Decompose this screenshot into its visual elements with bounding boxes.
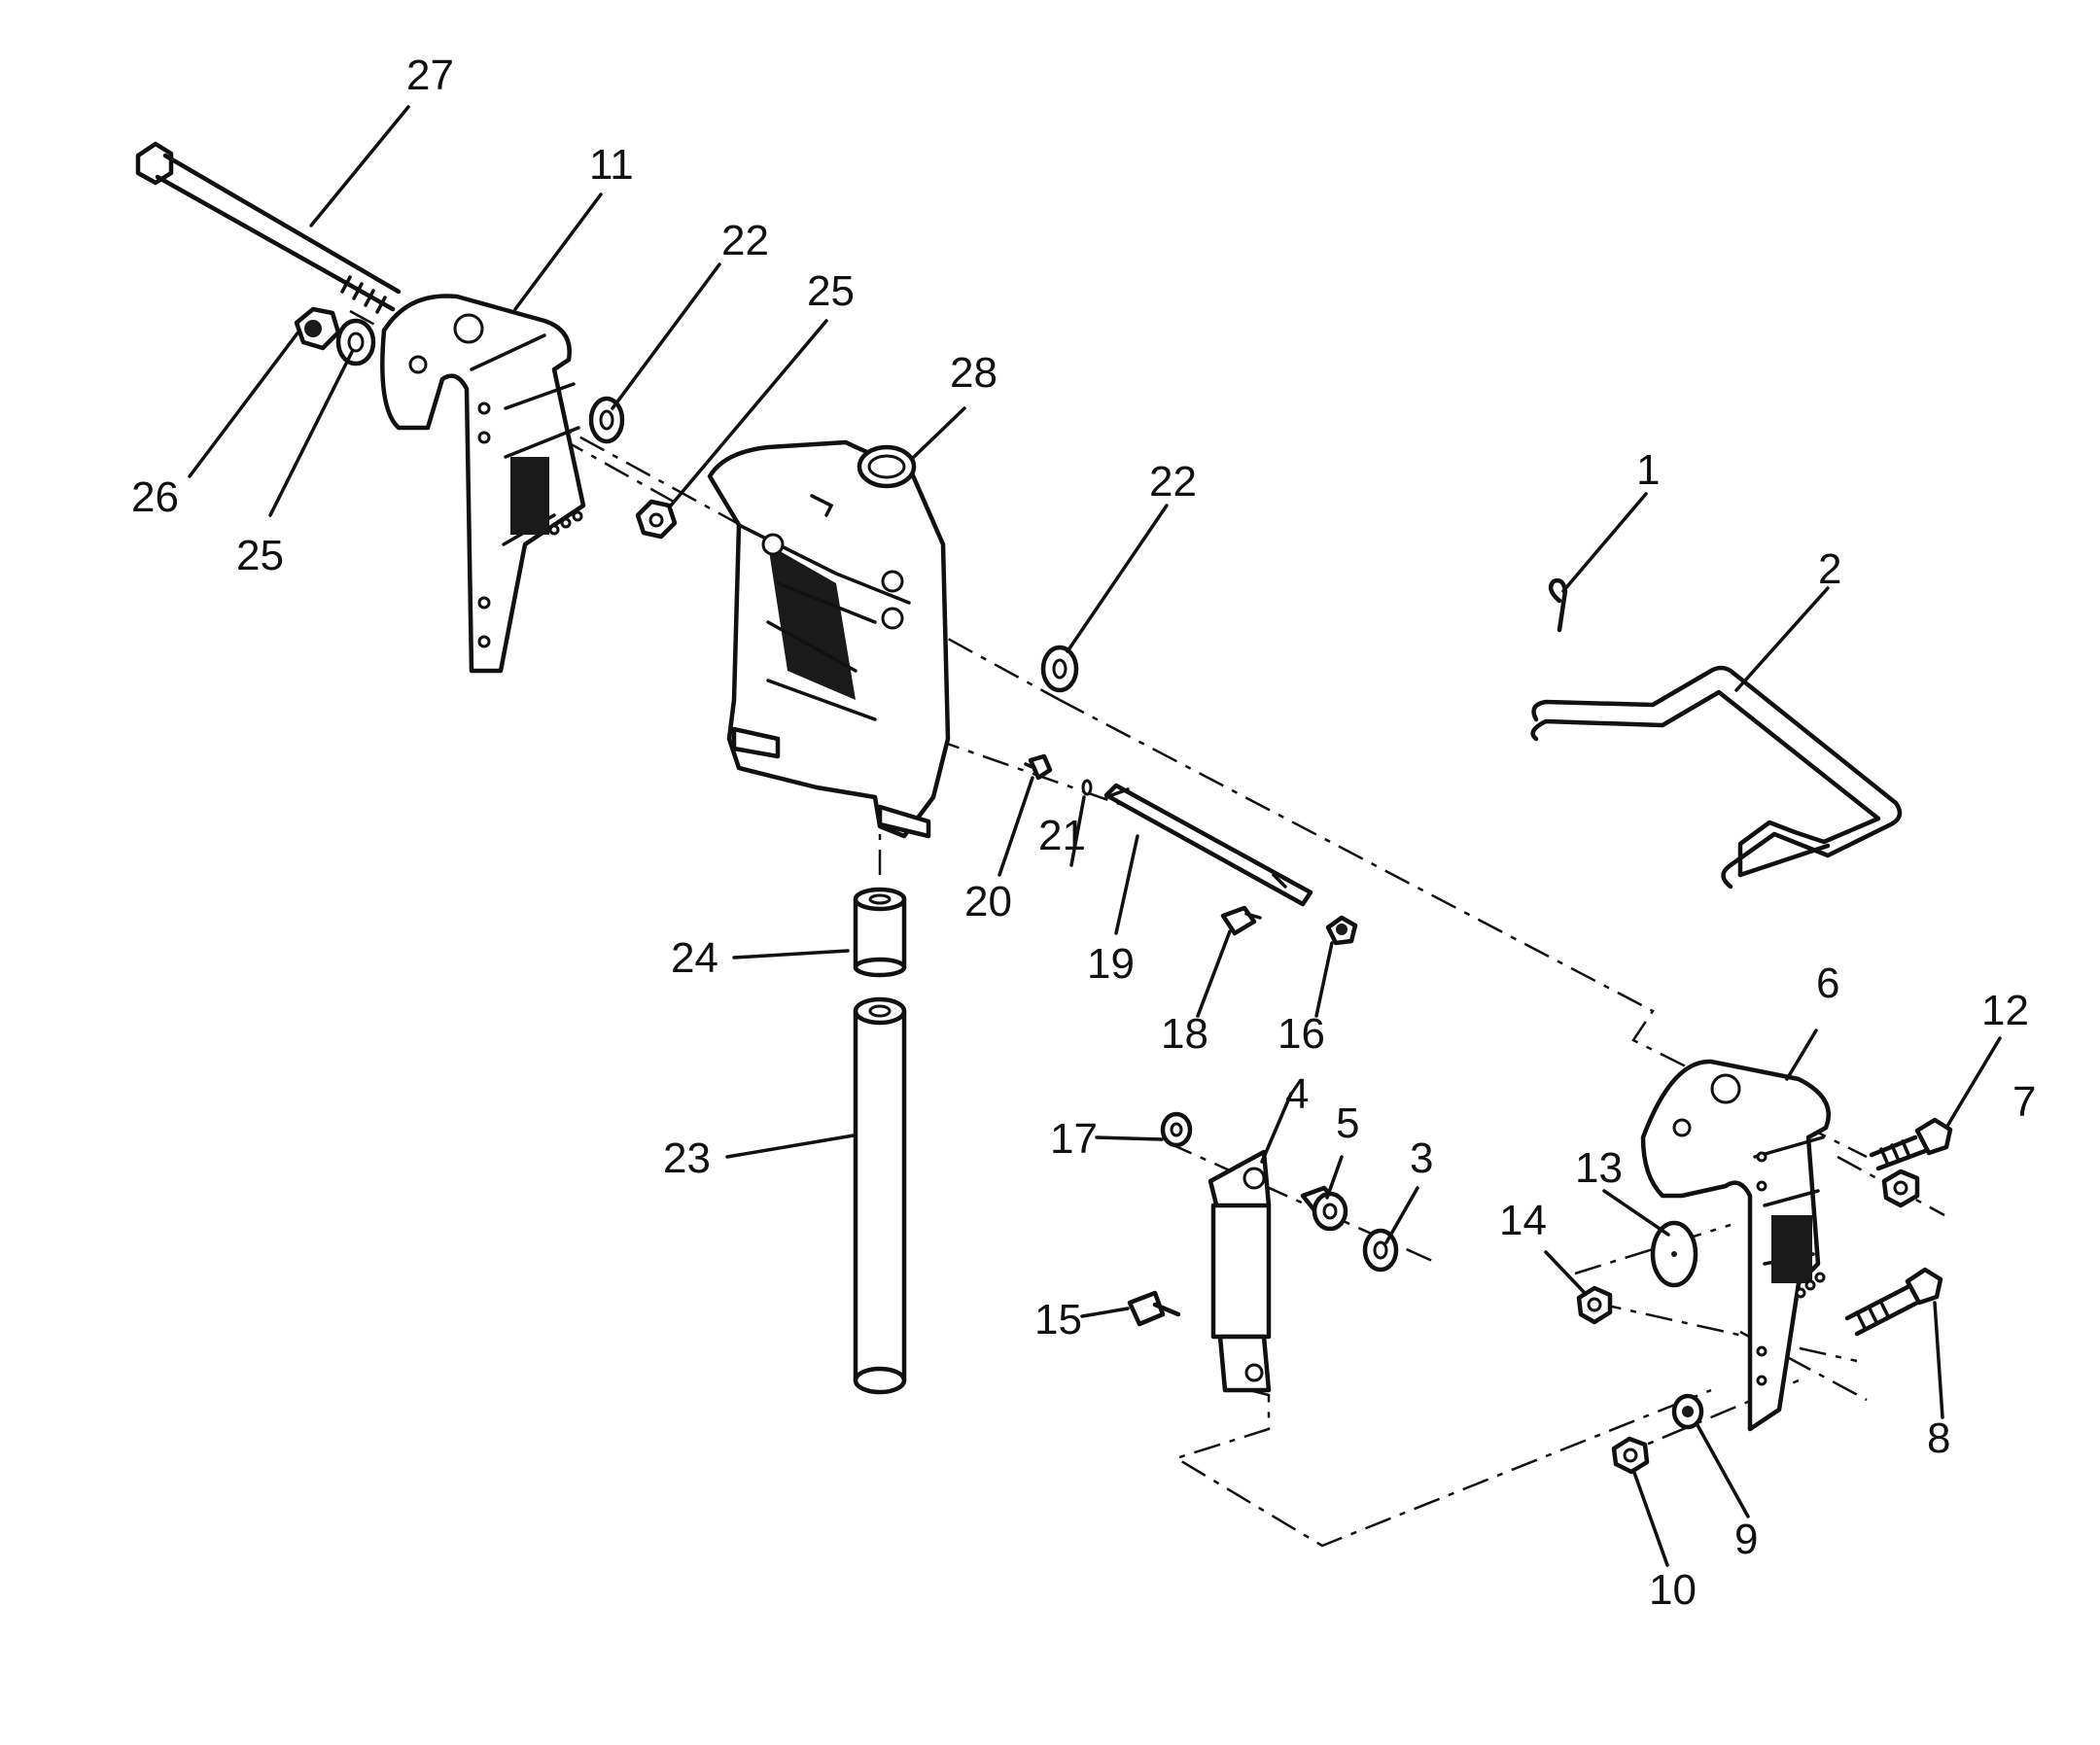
shock-absorber-4: [1208, 1149, 1272, 1393]
bushing-24: [853, 887, 907, 978]
callout-14: 14: [1499, 1197, 1547, 1244]
handle-2: [1530, 665, 1903, 890]
callout-6: 6: [1816, 960, 1839, 1007]
bolt-8: [1844, 1267, 1943, 1337]
nut-7: [1881, 1169, 1920, 1208]
callout-7: 7: [2012, 1078, 2036, 1126]
nut-14: [1576, 1285, 1613, 1325]
bolt-12: [1869, 1117, 1953, 1171]
washer-17: [1160, 1111, 1193, 1148]
callout-9: 9: [1734, 1516, 1758, 1563]
pin-19: [1103, 783, 1313, 907]
callout-21: 21: [1038, 812, 1086, 859]
grease-fitting-20: [1024, 753, 1053, 781]
callout-25-upper: 25: [807, 267, 855, 315]
callout-15: 15: [1034, 1296, 1082, 1344]
clip-1: [1548, 577, 1568, 633]
right-clamp-bracket: [1640, 1059, 1832, 1432]
callout-24: 24: [671, 934, 718, 982]
callout-22-right: 22: [1149, 458, 1197, 506]
nut-left: [294, 306, 341, 351]
bolt-15: [1127, 1290, 1181, 1327]
washer-left: [335, 318, 376, 366]
swivel-bracket: [707, 439, 951, 839]
callout-25-lower: 25: [236, 532, 284, 579]
callout-4: 4: [1285, 1070, 1309, 1118]
washer-22-upper: [588, 396, 625, 444]
callout-2: 2: [1818, 545, 1841, 593]
callout-5: 5: [1336, 1099, 1359, 1147]
washer-9: [1671, 1393, 1704, 1430]
callout-8: 8: [1927, 1414, 1950, 1462]
left-clamp-bracket: [380, 294, 586, 674]
long-bolt: [135, 141, 402, 314]
callout-23: 23: [663, 1134, 711, 1182]
callout-11: 11: [589, 141, 634, 189]
callout-28: 28: [950, 349, 998, 397]
callout-17: 17: [1050, 1115, 1098, 1163]
callout-26: 26: [131, 473, 179, 521]
callout-10: 10: [1649, 1566, 1697, 1614]
leader-lines: [188, 105, 2002, 1567]
callout-labels: 27 11 22 25 28 26 25 22 1 2 20 21 19 24 …: [131, 52, 2036, 1614]
callout-12: 12: [1981, 987, 2029, 1034]
plug-16: [1325, 915, 1358, 946]
fitting-18: [1220, 905, 1262, 936]
disc-13: [1650, 1220, 1698, 1288]
nut-10: [1611, 1436, 1650, 1475]
callout-16: 16: [1278, 1010, 1325, 1058]
callout-1: 1: [1636, 446, 1660, 494]
callout-22-upper: 22: [721, 217, 769, 264]
callout-27: 27: [406, 52, 454, 99]
nut-middle: [635, 499, 678, 540]
callout-3: 3: [1410, 1134, 1433, 1182]
washer-22-right: [1040, 645, 1079, 693]
ring-21: [1081, 779, 1093, 796]
assembly-centerlines: [349, 309, 1945, 1548]
callout-19: 19: [1087, 940, 1135, 988]
callout-13: 13: [1575, 1144, 1623, 1192]
callout-18: 18: [1161, 1010, 1208, 1058]
bushing-5: [1300, 1185, 1348, 1232]
callout-20: 20: [964, 878, 1012, 925]
tube-23: [853, 996, 907, 1395]
